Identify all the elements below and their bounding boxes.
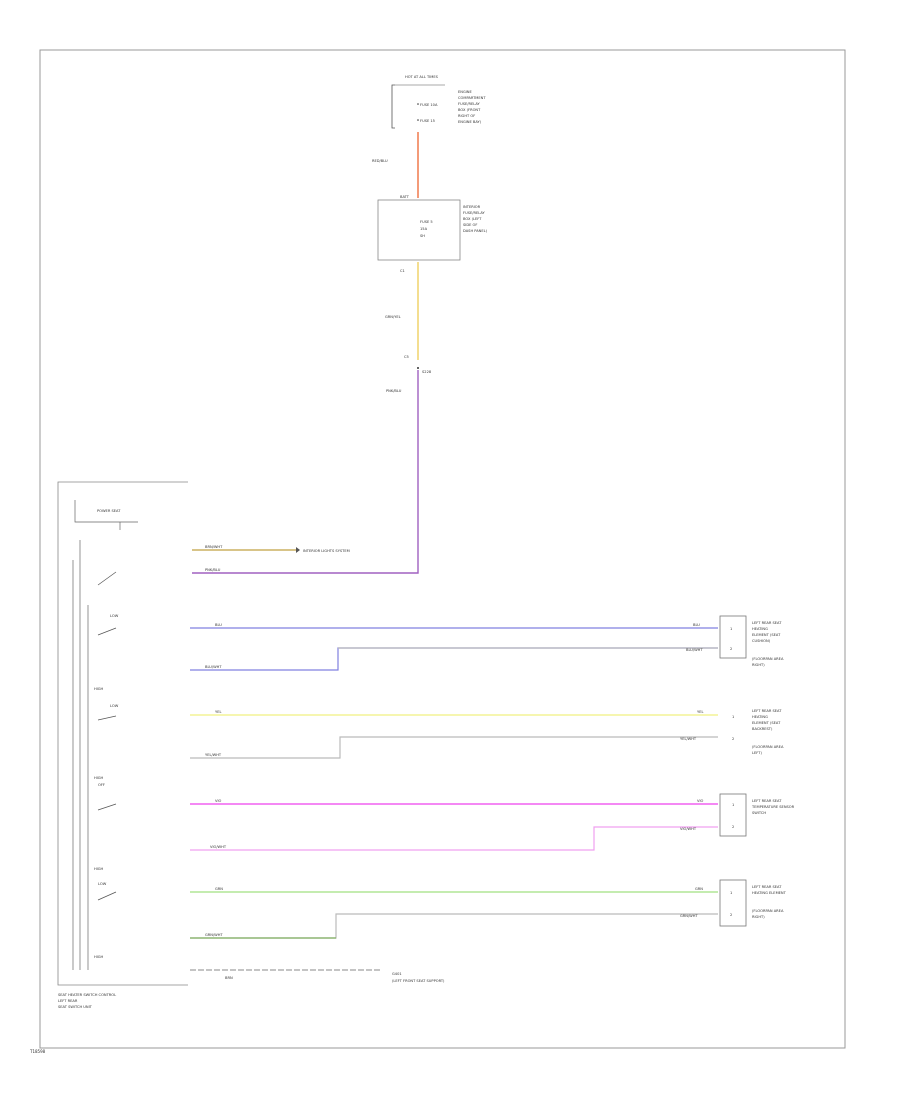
switch-label-3: SEAT SWITCH UNIT [58,1005,93,1009]
row-4-comp-1: LEFT REAR SEAT [752,885,782,889]
splice-pin: C5 [404,355,409,359]
row-2-top-wire: YEL [215,710,221,714]
row-2-comp-2: HEATING [752,715,768,719]
footer-code: T18598 [29,1049,46,1054]
interior-fuse-box: BATT FUSE 5 15A SH INTERIOR FUSE/RELAY B… [377,195,488,273]
row-2-seat-backrest: YEL YEL/WHT YEL YEL/WHT 1 2 LEFT REAR SE… [190,709,784,759]
module-desc-4: SIDE OF [463,223,477,227]
row-2-comp-3: ELEMENT (SEAT [752,721,781,725]
row-1-comp-2: HEATING [752,627,768,631]
battery-desc-3: FUSE/RELAY [458,102,480,106]
illum-system-label: INTERIOR LIGHTS SYSTEM [303,549,350,553]
module-fuse-1: FUSE 5 [420,220,433,224]
row-2-comp-1: LEFT REAR SEAT [752,709,782,713]
illum-wire-label: BRN/WHT [205,545,223,549]
module-desc-3: BOX (LEFT [463,217,482,221]
battery-desc-4: BOX (FRONT [458,108,481,112]
row-1-bot-wire: BLU/WHT [205,665,222,669]
switch-label-2: LEFT REAR [58,999,78,1003]
wire-mid-label: GRN/YEL [385,315,401,319]
row-3-temp-sensor: VIO VIO/WHT VIO VIO/WHT 1 2 LEFT REAR SE… [190,793,795,851]
battery-title: HOT AT ALL TIMES [405,75,439,79]
switch-label-low-3: LOW [98,882,107,886]
row-3-comp-1: LEFT REAR SEAT [752,799,782,803]
row-1-comp-6: RIGHT) [752,663,765,667]
row-4-conn-bot: GRN/WHT [680,914,698,918]
switch-label-off: OFF [98,783,105,787]
row-3-conn-top: VIO [697,799,704,803]
module-fuse-3: SH [420,234,425,238]
module-pin-in: BATT [400,195,410,199]
ground-location-label: (LEFT FRONT SEAT SUPPORT) [392,979,445,983]
battery-desc-2: COMPARTMENT [458,96,486,100]
module-fuse-2: 15A [420,227,428,231]
row-4-bot-wire: GRN/WHT [205,933,223,937]
wire-purple-label: PNK/BLU [386,389,402,393]
row-4-top-wire: GRN [215,887,223,891]
row-1-pin-bot: 2 [730,647,732,651]
row-4-comp-3: (FLOORPAN AREA [752,909,784,913]
row-4-pin-top: 1 [730,891,732,895]
row-1-pin-top: 1 [730,627,732,631]
row-3-conn-bot: VIO/WHT [680,827,697,831]
row-2-comp-5: (FLOORPAN AREA [752,745,784,749]
switch-top-label: POWER SEAT [97,509,121,513]
battery-fuse-line-2: FUSE 15 [420,119,435,123]
module-desc-5: DASH PANEL) [463,229,488,233]
row-3-top-wire: VIO [215,799,222,803]
row-1-comp-1: LEFT REAR SEAT [752,621,782,625]
switch-label-high-1: HIGH [94,687,104,691]
ground-circuit: BRN G401 (LEFT FRONT SEAT SUPPORT) [190,969,445,983]
row-3-pin-bot: 2 [732,825,734,829]
switch-label-low-1: LOW [110,614,119,618]
row-1-conn-bot: BLU/WHT [686,648,703,652]
row-1-seat-cushion: BLU BLU/WHT BLU BLU/WHT 1 2 LEFT REAR SE… [190,615,784,671]
row-2-pin-top: 1 [732,715,734,719]
battery-desc-6: ENGINE BAY) [458,120,482,124]
module-pin-out: C1 [400,269,405,273]
battery-desc-1: ENGINE [458,90,472,94]
battery-fuse-line-1: FUSE 10A [420,103,438,107]
switch-label-high-3: HIGH [94,867,104,871]
row-3-pin-top: 1 [732,803,734,807]
row-1-comp-4: CUSHION) [752,639,771,643]
diagram-frame [39,49,846,1049]
row-1-comp-5: (FLOORPAN AREA [752,657,784,661]
row-4-comp-2: HEATING ELEMENT [752,891,787,895]
wire-purple [192,370,419,574]
purple-in-label: PNK/BLU [205,568,221,572]
row-2-comp-4: BACKREST) [752,727,773,731]
splice-label: S228 [422,370,432,374]
row-2-pin-bot: 2 [732,737,734,741]
battery-fuse-block: HOT AT ALL TIMES FUSE 10A FUSE 15 ENGINE… [391,75,486,129]
row-1-top-wire: BLU [215,623,222,627]
row-1-conn-top: BLU [693,623,700,627]
row-1-comp-3: ELEMENT (SEAT [752,633,781,637]
battery-desc-5: RIGHT OF [458,114,475,118]
row-2-bot-wire: YEL/WHT [205,753,222,757]
wire-top-label: RED/BLU [372,159,388,163]
row-2-conn-top: YEL [697,710,703,714]
switch-label-low-2: LOW [110,704,119,708]
switch-label-high-2: HIGH [94,776,104,780]
ground-wire-label: BRN [225,976,233,980]
ground-point-label: G401 [392,972,402,976]
row-2-comp-6: LEFT) [752,751,762,755]
switch-label-1: SEAT HEATER SWITCH CONTROL [58,993,116,997]
row-4-conn-top: GRN [695,887,703,891]
row-2-conn-bot: YEL/WHT [680,737,697,741]
row-4-heating-element: GRN GRN/WHT GRN GRN/WHT 1 2 LEFT REAR SE… [190,879,787,939]
row-3-comp-2: TEMPERATURE SENSOR [751,805,795,809]
row-4-pin-bot: 2 [730,913,732,917]
module-desc-2: FUSE/RELAY [463,211,485,215]
row-3-bot-wire: VIO/WHT [210,845,227,849]
module-desc-1: INTERIOR [463,205,481,209]
seat-heater-switch-unit: SEAT HEATER SWITCH CONTROL LEFT REAR SEA… [57,481,188,1009]
row-4-comp-4: RIGHT) [752,915,765,919]
row-3-comp-3: SWITCH [752,811,766,815]
switch-label-high-4: HIGH [94,955,104,959]
